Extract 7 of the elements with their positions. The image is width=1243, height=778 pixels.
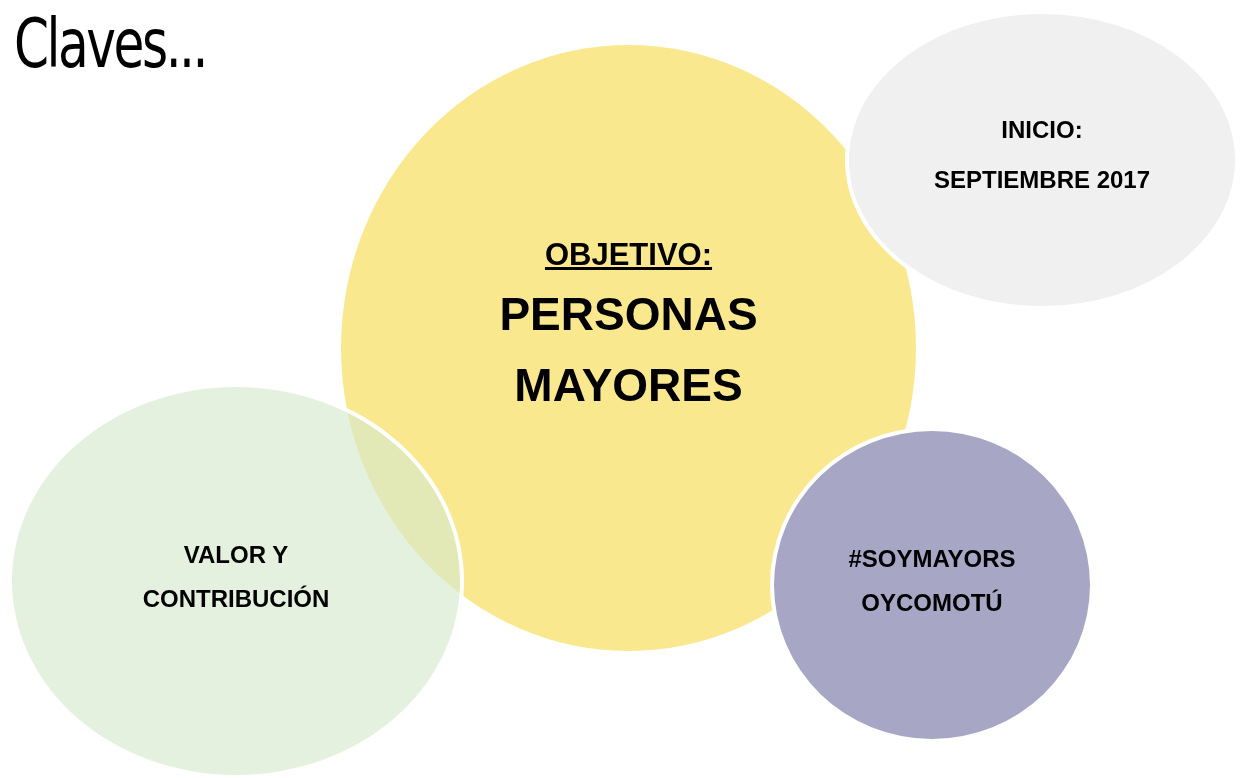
node-text: SEPTIEMBRE 2017 — [933, 164, 1151, 195]
node-text: #SOYMAYORS OYCOMOTÚ — [847, 543, 1017, 618]
title: Claves... — [14, 4, 207, 83]
node-text: VALOR Y CONTRIBUCIÓN — [141, 539, 331, 614]
node-heading: INICIO: — [1001, 114, 1083, 145]
node-text: PERSONAS MAYORES — [498, 286, 759, 414]
node-heading: OBJETIVO: — [544, 235, 713, 274]
